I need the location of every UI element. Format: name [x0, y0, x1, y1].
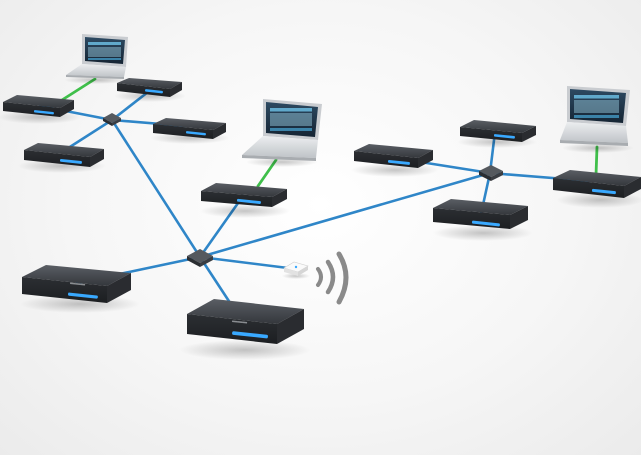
rack-unit-1 [0, 95, 82, 124]
wireless-access-point [282, 261, 310, 279]
rack-unit-11: ▬▬▬ [179, 299, 311, 360]
rack-unit-8 [553, 170, 641, 208]
rack-unit-7 [457, 120, 537, 148]
rack-unit-5 [200, 183, 290, 218]
laptop-3 [560, 86, 634, 153]
rack-unit-6 [351, 144, 439, 177]
rack-unit-4 [18, 143, 106, 173]
link [110, 118, 202, 259]
rack-unit-10: ▬▬▬ [20, 265, 140, 313]
rack-unit-2 [114, 78, 186, 102]
switch-hub-left [103, 113, 121, 126]
screen-content [270, 108, 312, 131]
rack-unit-3 [150, 118, 230, 144]
device-brand-mark: ▬▬▬ [70, 280, 86, 288]
screen-content [88, 42, 121, 60]
device-brand-mark: ▬▬▬ [232, 318, 248, 326]
wifi-signal-icon [316, 251, 349, 305]
rack-unit-9 [433, 199, 533, 241]
link [198, 255, 290, 270]
link [198, 171, 492, 259]
laptop-2 [242, 99, 322, 167]
laptop-1 [64, 34, 128, 84]
screen-content [574, 95, 619, 118]
switch-hub-center [187, 249, 213, 267]
switch-hub-right [479, 165, 503, 181]
